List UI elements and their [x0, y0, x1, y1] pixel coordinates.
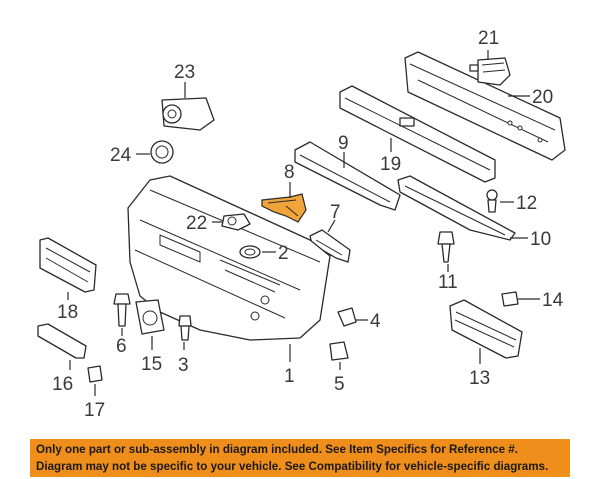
part-13-grille [449, 299, 523, 359]
callout-7: 7 [330, 202, 341, 223]
part-10-lower-absorber [397, 175, 516, 241]
part-24-sensor-retainer [150, 140, 174, 164]
callout-15: 15 [141, 354, 162, 375]
callout-21: 21 [478, 28, 499, 49]
callout-6: 6 [116, 336, 127, 357]
disclaimer-banner: Only one part or sub-assembly in diagram… [30, 439, 570, 477]
part-4-clip [337, 307, 357, 327]
callout-18: 18 [57, 302, 78, 323]
callout-12: 12 [516, 193, 537, 214]
part-22-sensor [221, 213, 251, 231]
callout-9: 9 [338, 133, 349, 154]
callout-8: 8 [284, 162, 295, 183]
callout-17: 17 [84, 400, 105, 421]
part-5-clip [329, 341, 349, 361]
callout-5: 5 [334, 374, 345, 395]
part-23-parking-sensor [161, 97, 215, 131]
part-18-license-bracket [39, 237, 97, 293]
part-3-bolt [178, 315, 192, 341]
part-11-bolt [437, 231, 455, 263]
callout-16: 16 [52, 374, 73, 395]
callout-11: 11 [438, 272, 458, 293]
part-2-sensor-ring [239, 245, 261, 259]
part-1-bumper-cover [127, 175, 331, 341]
part-8-bracket-highlighted [261, 193, 307, 223]
part-6-bolt [113, 293, 131, 327]
part-14-clip [501, 291, 519, 307]
part-20-reinforcement [404, 51, 566, 161]
parts-diagram: 21 20 23 24 9 19 8 12 10 7 22 2 11 14 18… [37, 28, 566, 421]
callout-numbers: 21 20 23 24 9 19 8 12 10 7 22 2 11 14 18… [52, 28, 564, 421]
disclaimer-line-1: Only one part or sub-assembly in diagram… [36, 443, 518, 456]
part-17-clip [87, 365, 103, 383]
callout-10: 10 [530, 229, 551, 250]
callout-14: 14 [542, 290, 564, 311]
callout-4: 4 [370, 311, 381, 332]
part-21-bracket [469, 57, 511, 86]
callout-20: 20 [532, 87, 553, 108]
part-12-clip [486, 189, 498, 213]
callout-1: 1 [284, 366, 295, 387]
callout-23: 23 [174, 62, 195, 83]
part-9-absorber [294, 141, 401, 211]
callout-19: 19 [380, 154, 401, 175]
part-15-fog-bezel [135, 299, 165, 335]
callout-22: 22 [186, 213, 207, 234]
disclaimer-line-2: Diagram may not be specific to your vehi… [36, 460, 549, 473]
callout-2: 2 [278, 243, 289, 264]
leader-lines [67, 50, 540, 396]
part-16-lower-trim [37, 323, 87, 359]
callout-3: 3 [178, 355, 189, 376]
part-19-impact-bar [339, 85, 496, 183]
callout-13: 13 [469, 368, 490, 389]
callout-24: 24 [110, 145, 132, 166]
